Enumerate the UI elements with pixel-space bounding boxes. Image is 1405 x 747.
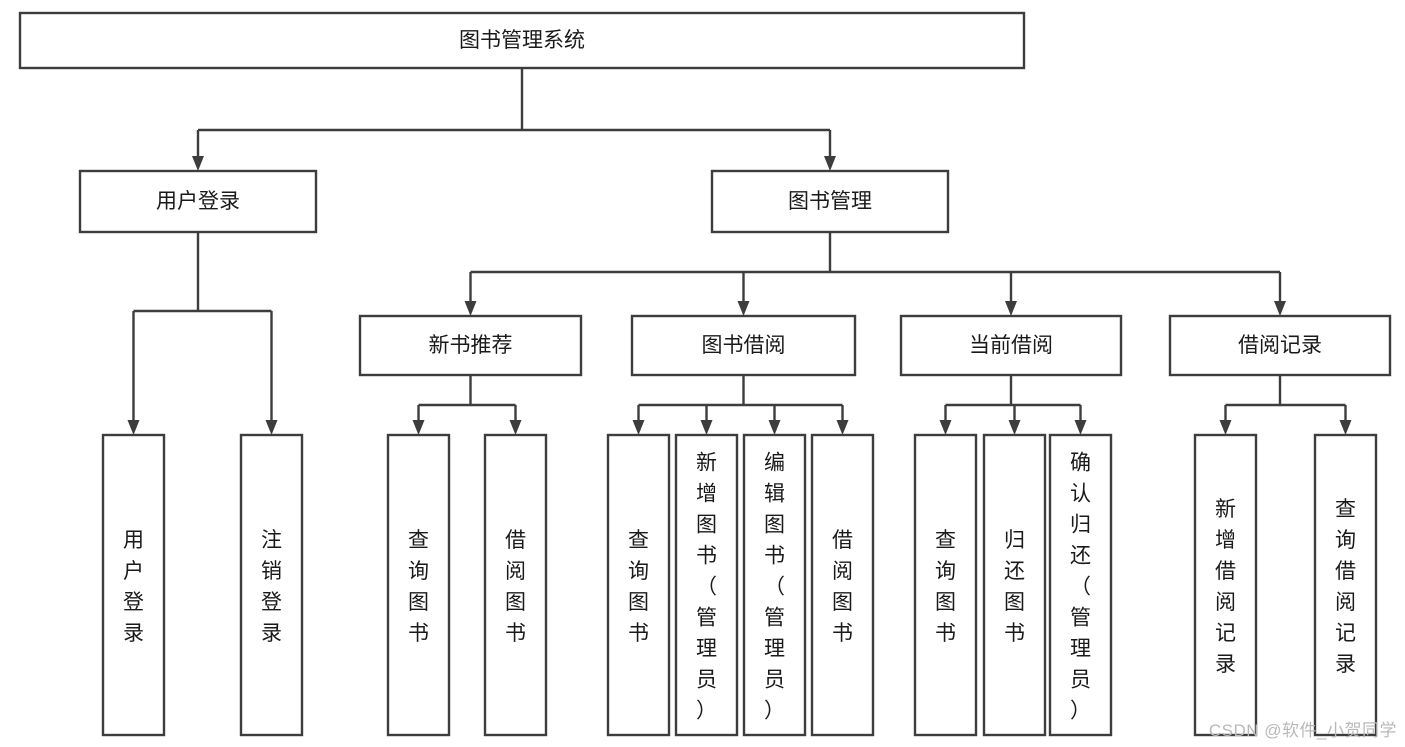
edge-group-current-borrow: [939, 375, 1087, 435]
node-box-borrow-record: [1168, 314, 1392, 377]
edge-group-new-book-recommend: [412, 375, 522, 435]
node-book-borrow[interactable]: 图书借阅: [630, 314, 857, 377]
node-current-borrow[interactable]: 当前借阅: [899, 314, 1123, 377]
edge-group-book-manage: [464, 232, 1286, 316]
node-label-leaf-query-book-3: 查询图书: [935, 529, 956, 645]
node-box-leaf-borrow-book-2: [810, 433, 875, 737]
node-box-new-book-recommend: [358, 314, 583, 377]
node-box-book-borrow: [630, 314, 857, 377]
node-leaf-query-borrow-record[interactable]: 查询借阅记录: [1313, 433, 1378, 737]
arrow-head-icon: [1005, 301, 1017, 316]
arrow-head-icon: [768, 420, 781, 435]
node-label-borrow-record: 借阅记录: [1238, 334, 1322, 357]
arrow-head-icon: [1008, 420, 1021, 435]
arrow-head-icon: [1339, 420, 1352, 435]
arrow-head-icon: [127, 420, 140, 435]
node-leaf-borrow-book-1[interactable]: 借阅图书: [483, 433, 548, 737]
arrow-head-icon: [737, 301, 750, 316]
edge-group-borrow-record: [1219, 375, 1352, 435]
node-box-leaf-confirm-return-admin: [1048, 433, 1113, 737]
node-leaf-user-login[interactable]: 用户登录: [101, 433, 166, 737]
node-leaf-query-book-1[interactable]: 查询图书: [386, 433, 451, 737]
node-box-leaf-query-book-1: [386, 433, 451, 737]
arrow-head-icon: [192, 156, 204, 171]
node-label-leaf-borrow-book-2: 借阅图书: [832, 529, 853, 645]
node-book-manage[interactable]: 图书管理: [710, 169, 950, 234]
node-label-user-login: 用户登录: [156, 190, 240, 213]
node-box-current-borrow: [899, 314, 1123, 377]
arrow-head-icon: [509, 420, 522, 435]
node-leaf-query-book-3[interactable]: 查询图书: [913, 433, 978, 737]
node-box-leaf-add-book-admin: [674, 433, 739, 737]
node-leaf-edit-book-admin[interactable]: 编辑图书（管理员）: [742, 433, 807, 737]
node-label-book-manage: 图书管理: [788, 190, 872, 213]
arrow-head-icon: [700, 420, 713, 435]
arrow-head-icon: [1074, 420, 1087, 435]
node-label-leaf-add-book-admin: 新增图书（管理员）: [696, 452, 717, 723]
node-new-book-recommend[interactable]: 新书推荐: [358, 314, 583, 377]
node-borrow-record[interactable]: 借阅记录: [1168, 314, 1392, 377]
node-box-user-login: [78, 169, 318, 234]
watermark-label: CSDN @软件_小贺同学: [1208, 721, 1397, 740]
node-box-leaf-query-book-3: [913, 433, 978, 737]
node-label-root: 图书管理系统: [459, 29, 585, 52]
node-leaf-add-book-admin[interactable]: 新增图书（管理员）: [674, 433, 739, 737]
node-box-leaf-borrow-book-1: [483, 433, 548, 737]
node-leaf-confirm-return-admin[interactable]: 确认归还（管理员）: [1048, 433, 1113, 737]
node-leaf-query-book-2[interactable]: 查询图书: [606, 433, 671, 737]
node-label-leaf-query-book-1: 查询图书: [408, 529, 429, 645]
arrow-head-icon: [939, 420, 952, 435]
node-label-leaf-query-borrow-record: 查询借阅记录: [1335, 498, 1356, 676]
node-leaf-logout[interactable]: 注销登录: [239, 433, 304, 737]
node-label-leaf-logout: 注销登录: [261, 529, 282, 645]
node-label-leaf-add-borrow-record: 新增借阅记录: [1215, 498, 1236, 676]
node-label-leaf-confirm-return-admin: 确认归还（管理员）: [1070, 452, 1091, 723]
arrow-head-icon: [824, 156, 836, 171]
node-label-book-borrow: 图书借阅: [702, 334, 786, 357]
node-box-leaf-logout: [239, 433, 304, 737]
node-box-leaf-add-borrow-record: [1193, 433, 1258, 737]
arrow-head-icon: [412, 420, 425, 435]
node-box-leaf-query-book-2: [606, 433, 671, 737]
node-box-leaf-return-book: [982, 433, 1047, 737]
node-label-leaf-return-book: 归还图书: [1004, 529, 1025, 645]
node-box-root: [18, 11, 1026, 70]
node-label-new-book-recommend: 新书推荐: [429, 334, 513, 357]
node-leaf-return-book[interactable]: 归还图书: [982, 433, 1047, 737]
node-label-leaf-edit-book-admin: 编辑图书（管理员）: [764, 452, 785, 723]
arrow-head-icon: [464, 301, 477, 316]
node-box-leaf-query-borrow-record: [1313, 433, 1378, 737]
node-box-book-manage: [710, 169, 950, 234]
node-leaf-add-borrow-record[interactable]: 新增借阅记录: [1193, 433, 1258, 737]
arrow-head-icon: [265, 420, 278, 435]
arrow-head-icon: [836, 420, 849, 435]
node-label-leaf-user-login: 用户登录: [123, 529, 144, 645]
nodes-layer: 图书管理系统用户登录图书管理新书推荐图书借阅当前借阅借阅记录用户登录注销登录查询…: [18, 11, 1392, 737]
node-label-leaf-borrow-book-1: 借阅图书: [505, 529, 526, 645]
edges-layer: [127, 68, 1352, 435]
node-box-leaf-user-login: [101, 433, 166, 737]
edge-group-root: [192, 68, 836, 171]
arrow-head-icon: [632, 420, 645, 435]
node-label-leaf-query-book-2: 查询图书: [628, 529, 649, 645]
node-root[interactable]: 图书管理系统: [18, 11, 1026, 70]
node-leaf-borrow-book-2[interactable]: 借阅图书: [810, 433, 875, 737]
node-label-current-borrow: 当前借阅: [969, 334, 1053, 357]
edge-group-book-borrow: [632, 375, 849, 435]
node-user-login[interactable]: 用户登录: [78, 169, 318, 234]
edge-group-user-login: [127, 232, 278, 435]
arrow-head-icon: [1219, 420, 1232, 435]
arrow-head-icon: [1274, 301, 1286, 316]
node-box-leaf-edit-book-admin: [742, 433, 807, 737]
